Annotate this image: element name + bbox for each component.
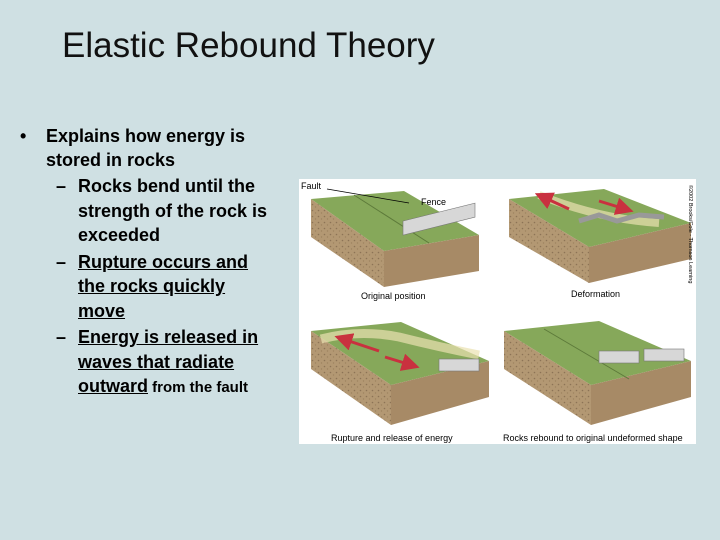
arrow-left: [334, 333, 380, 353]
arrow-right: [598, 197, 634, 215]
fault-pointer: [326, 188, 410, 204]
fence-original: [402, 202, 476, 236]
dash-marker: –: [56, 327, 67, 347]
bullet-main-line-1: Explains how energy is: [46, 126, 246, 146]
bullet-main: • Explains how energy is stored in rocks: [20, 124, 300, 172]
dash-marker: –: [56, 176, 67, 196]
sub-bullet-line: move: [78, 300, 126, 321]
soil-front: [384, 235, 479, 287]
sub-bullet-energy: – Energy is released in waves that radia…: [20, 325, 300, 401]
sub-bullet-line: Rocks bend until the: [78, 176, 256, 196]
sub-bullet-line: strength of the rock is: [78, 200, 268, 221]
sub-bullet-line: Rupture occurs and: [78, 251, 249, 272]
soil-front: [391, 361, 489, 425]
fence-rebound-a: [598, 350, 640, 364]
panel-rebound: [504, 321, 691, 425]
sub-bullet-bend: – Rocks bend until the strength of the r…: [20, 174, 300, 248]
fence-broken: [438, 358, 480, 372]
sub-bullet-rupture: – Rupture occurs and the rocks quickly m…: [20, 250, 300, 324]
dash-marker: –: [56, 251, 67, 272]
fault-line: [543, 328, 630, 380]
label-deformation: Deformation: [571, 289, 620, 299]
bullet-marker: •: [20, 126, 27, 146]
panel-original: [311, 191, 479, 287]
slide-title: Elastic Rebound Theory: [62, 26, 435, 65]
fault-line: [353, 194, 430, 244]
fence-bent: [578, 212, 665, 224]
label-copyright: ©2002 Brooks/Cole - Thomson Learning: [687, 185, 694, 283]
panel-deformation: [509, 189, 691, 283]
figure-panels: Fault Fence Original position Deformatio…: [301, 181, 694, 443]
label-rebound: Rocks rebound to original undeformed sha…: [503, 433, 683, 443]
arrow-right: [384, 353, 420, 371]
bullet-main-line-2: stored in rocks: [46, 150, 176, 170]
soil-side: [504, 331, 591, 425]
sub-bullet-line: Energy is released in: [78, 327, 259, 347]
sub-bullet-line: the rocks quickly: [78, 276, 226, 296]
soil-side: [509, 199, 589, 283]
panel-rupture: [311, 322, 489, 425]
sub-bullet-line: exceeded: [78, 225, 161, 245]
arrow-left: [534, 192, 570, 211]
fence-rebound-b: [643, 348, 685, 362]
bullet-list: • Explains how energy is stored in rocks…: [20, 124, 300, 401]
soil-side: [311, 331, 391, 425]
sub-bullet-line: outward: [78, 376, 148, 396]
elastic-rebound-figure: Fault Fence Original position Deformatio…: [299, 179, 696, 444]
label-original: Original position: [361, 291, 426, 301]
soil-side: [311, 199, 384, 287]
sub-bullet-tail: from the fault: [148, 379, 248, 396]
soil-front: [591, 361, 691, 425]
sub-bullet-line: waves that radiate: [78, 351, 235, 372]
label-fault: Fault: [301, 181, 322, 191]
label-rupture: Rupture and release of energy: [331, 433, 453, 443]
ground-top: [504, 321, 691, 385]
label-fence: Fence: [421, 197, 446, 207]
soil-front: [589, 223, 691, 283]
